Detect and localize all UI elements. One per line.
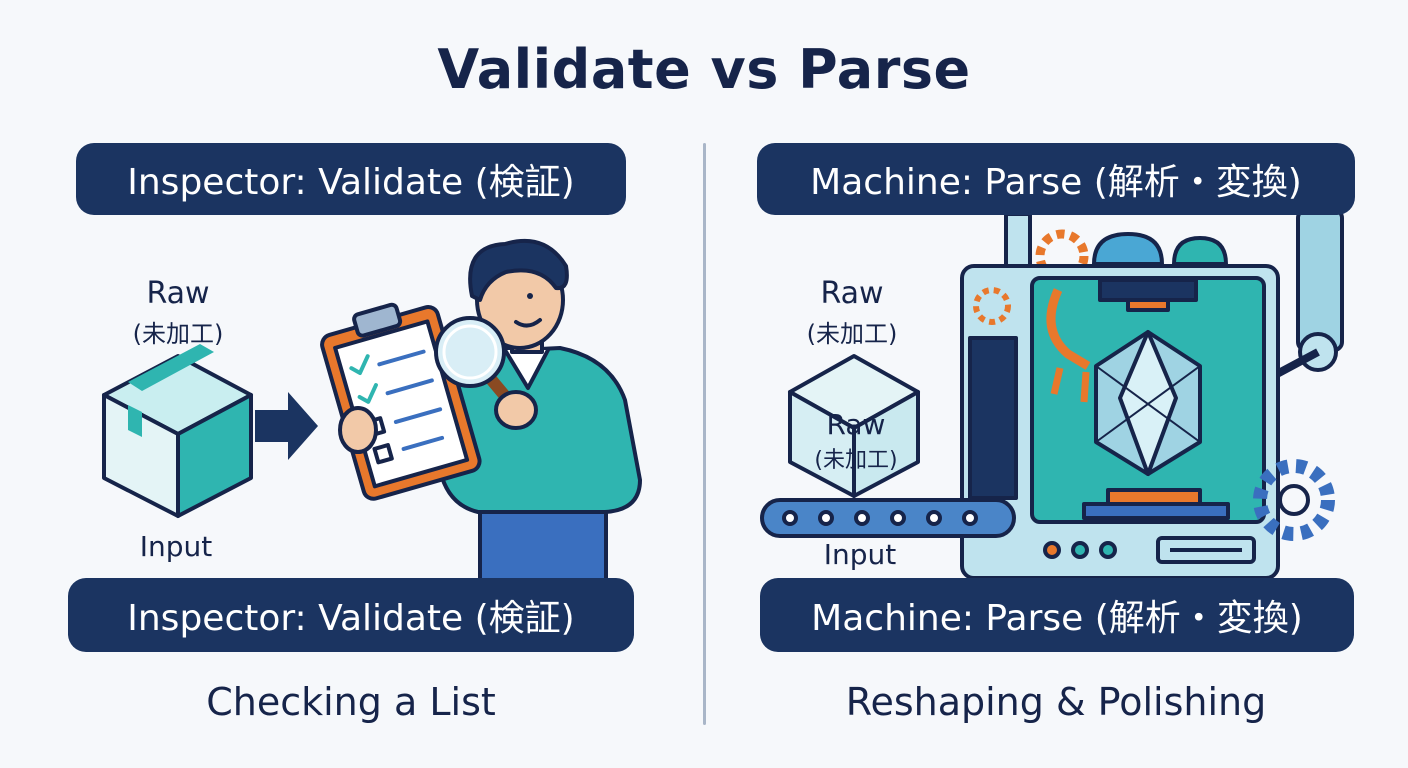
box-face-raw-label: Raw <box>826 408 886 441</box>
inspector-person-icon <box>320 238 642 584</box>
center-divider <box>703 143 706 725</box>
machine-parse-header: Machine: Parse (解析・変換) <box>757 143 1355 215</box>
checking-list-caption: Checking a List <box>206 680 496 724</box>
input-label: Input <box>139 530 213 563</box>
reshaping-polishing-caption: Reshaping & Polishing <box>845 680 1267 724</box>
inspector-validate-footer: Inspector: Validate (検証) <box>68 578 634 652</box>
raw-label-japanese: (未加工) <box>132 320 224 348</box>
raw-label: Raw <box>146 276 210 311</box>
page-title: Validate vs Parse <box>437 38 971 101</box>
machine-parse-footer: Machine: Parse (解析・変換) <box>760 578 1354 652</box>
parsing-machine-icon <box>760 208 1344 580</box>
box-face-raw-label-japanese: (未加工) <box>814 448 898 473</box>
arrow-right-icon <box>255 392 318 460</box>
inspector-validate-header: Inspector: Validate (検証) <box>76 143 626 215</box>
input-label: Input <box>823 538 897 571</box>
raw-label-japanese: (未加工) <box>806 320 898 348</box>
raw-label: Raw <box>820 276 884 311</box>
raw-box-icon <box>102 344 253 518</box>
